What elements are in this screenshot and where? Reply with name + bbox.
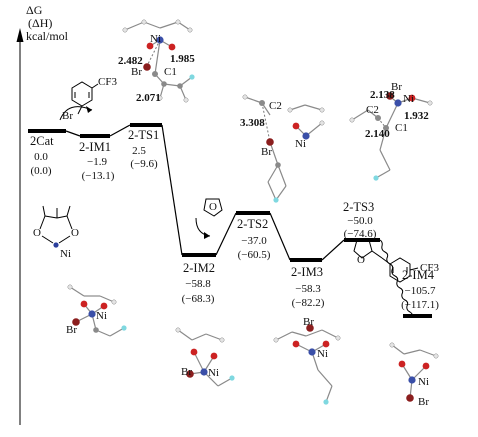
species-dh-2-ts3: (−74.6) (343, 228, 377, 240)
aryl-bromide-br-label: Br (62, 110, 73, 122)
ts3-br-label: Br (391, 81, 402, 93)
species-dg-2-im2: −58.8 (185, 278, 211, 290)
ts2-br-label: Br (261, 146, 272, 158)
aryl-bromide-cf3-label: CF3 (98, 76, 117, 88)
structure-im1 (67, 284, 127, 337)
aryl-bromide-fragment (71, 81, 99, 115)
cat-fragment (39, 205, 73, 244)
species-name-2-ts1: 2-TS1 (128, 128, 160, 142)
product-fragment (353, 239, 419, 283)
axis-title-unit: kcal/mol (26, 29, 68, 43)
species-name-2cat: 2Cat (30, 134, 54, 148)
ts1-bond-ni-c1: 1.985 (170, 53, 195, 65)
ts3-bond-c2-c1: 2.140 (365, 128, 390, 140)
species-dg-2-im4: −105.7 (404, 285, 436, 297)
axis-title-dh: (ΔH) (28, 16, 53, 30)
ts3-ni-label: Ni (403, 93, 414, 105)
species-dh-2cat: (0.0) (30, 165, 52, 177)
species-dh-2-ts1: (−9.6) (130, 158, 158, 170)
structure-ts2 (242, 94, 325, 203)
thf-o-label: O (209, 201, 217, 213)
ts3-c2-label: C2 (366, 104, 379, 116)
energy-axis-arrowhead (16, 28, 24, 42)
im4-ni-label: Ni (418, 376, 429, 388)
structure-ts1 (122, 19, 195, 103)
im2-br-label: Br (181, 366, 192, 378)
species-dg-2-im1: −1.9 (87, 156, 107, 168)
species-dg-2-ts1: 2.5 (132, 145, 146, 157)
product-o-label: O (357, 254, 365, 266)
species-dh-2-im3: (−82.2) (291, 297, 325, 309)
cat-ni-label: Ni (60, 248, 71, 260)
addition-arrow-thf (195, 217, 211, 237)
product-cf3-label: CF3 (420, 262, 439, 274)
addition-arrowhead-1 (86, 106, 92, 113)
addition-arrowhead-2 (204, 232, 210, 239)
ts1-br-label: Br (131, 66, 142, 78)
ts2-bond-c2-br: 3.308 (240, 117, 265, 129)
species-name-2-im4: 2-IM4 (402, 268, 434, 282)
ts3-c1-label: C1 (395, 122, 408, 134)
axis-title-dg: ΔG (26, 3, 43, 17)
ts1-ni-label: Ni (150, 33, 161, 45)
structure-im3 (273, 324, 341, 405)
cat-o2-label: O (71, 227, 79, 239)
species-dh-2-ts2: (−60.5) (237, 249, 271, 261)
cat-ni-dot (53, 242, 59, 248)
species-dg-2-im3: −58.3 (295, 283, 321, 295)
species-dh-2-im4: (−117.1) (401, 299, 439, 311)
species-dg-2-ts3: −50.0 (347, 215, 373, 227)
species-dh-2-im2: (−68.3) (181, 293, 215, 305)
im1-br-label: Br (66, 324, 77, 336)
structure-ts3 (349, 92, 433, 181)
ts3-bond-ni-c1: 1.932 (404, 110, 429, 122)
ts1-c1-label: C1 (164, 66, 177, 78)
structure-im4 (389, 342, 439, 402)
im2-ni-label: Ni (208, 367, 219, 379)
connector-lines (65, 124, 345, 261)
species-dg-2-ts2: −37.0 (241, 235, 267, 247)
ts1-bond-br-c1: 2.071 (136, 92, 161, 104)
im4-br-label: Br (418, 396, 429, 408)
wavy-connector-ts3-im4 (379, 239, 413, 317)
ts3-bond-br-c2: 2.138 (370, 89, 395, 101)
species-dg-2cat: 0.0 (34, 151, 48, 163)
species-name-2-ts3: 2-TS3 (343, 200, 375, 214)
ts2-c2-label: C2 (269, 100, 282, 112)
species-name-2-ts2: 2-TS2 (237, 217, 269, 231)
cat-o1-label: O (33, 227, 41, 239)
im3-ni-label: Ni (317, 348, 328, 360)
ts2-ni-label: Ni (295, 138, 306, 150)
species-name-2-im3: 2-IM3 (291, 265, 323, 279)
species-dh-2-im1: (−13.1) (81, 170, 115, 182)
thf-fragment (203, 198, 223, 217)
im3-br-label: Br (303, 316, 314, 328)
species-name-2-im1: 2-IM1 (79, 140, 111, 154)
ts1-bond-ni-br: 2.482 (118, 55, 143, 67)
species-name-2-im2: 2-IM2 (183, 261, 215, 275)
im1-ni-label: Ni (96, 310, 107, 322)
structure-im2 (175, 327, 235, 387)
